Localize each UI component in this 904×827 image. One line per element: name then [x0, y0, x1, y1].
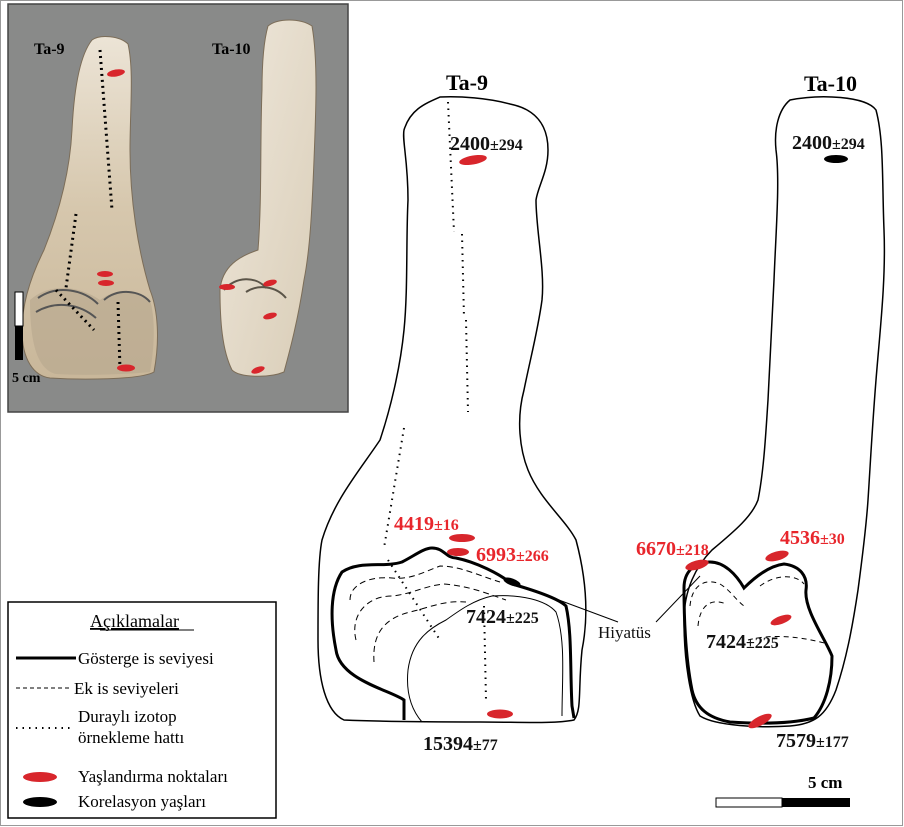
photo-panel: 5 cm Ta-9 Ta-10	[8, 4, 348, 412]
ta9-age-top: 2400±294	[450, 133, 523, 155]
legend-swatch-red-ellipse	[23, 772, 57, 782]
drawing-scale-bar	[716, 798, 850, 807]
legend-swatch-black-ellipse	[23, 797, 57, 807]
hiatus-label: Hiyatüs	[598, 623, 651, 642]
legend-item-0: Gösterge is seviyesi	[78, 649, 214, 668]
legend-item-2: Duraylı izotop	[78, 707, 177, 726]
legend: Açıklamalar Gösterge is seviyesi Ek is s…	[8, 602, 276, 818]
ta9-outline	[318, 97, 586, 723]
ta9-age-base: 15394±77	[423, 733, 498, 755]
ta10-age-b: 4536±30	[780, 527, 845, 549]
ta9-age-c: 7424±225	[466, 606, 539, 628]
ta9-title: Ta-9	[446, 70, 488, 95]
photo-ta10-marker-a	[219, 284, 235, 290]
photo-label-ta10: Ta-10	[212, 41, 251, 58]
photo-scale-label: 5 cm	[12, 371, 41, 386]
ta9-dating-marker-b	[447, 548, 469, 556]
ta10-age-c: 7424±225	[706, 631, 779, 653]
photo-scale-bar-black	[15, 326, 23, 360]
ta9-age-a: 4419±16	[394, 513, 459, 535]
ta9-dating-marker-a	[449, 534, 475, 542]
legend-item-3: örnekleme hattı	[78, 728, 184, 747]
ta10-age-top: 2400±294	[792, 132, 865, 154]
photo-ta9-marker-mid1	[97, 271, 113, 277]
legend-item-5: Korelasyon yaşları	[78, 792, 206, 811]
photo-ta9-dark-base	[30, 288, 154, 375]
ta10-age-a: 6670±218	[636, 538, 709, 560]
photo-scale-bar-white	[15, 292, 23, 326]
drawing-scale-label: 5 cm	[808, 773, 842, 792]
ta9-dating-marker-base	[487, 710, 513, 719]
ta10-correlation-marker-top	[824, 155, 848, 163]
legend-item-1: Ek is seviyeleri	[74, 679, 179, 698]
legend-item-4: Yaşlandırma noktaları	[78, 767, 228, 786]
legend-title: Açıklamalar	[90, 611, 179, 631]
ta9-age-b: 6993±266	[476, 544, 549, 566]
photo-label-ta9: Ta-9	[34, 41, 65, 58]
photo-ta9-marker-mid2	[98, 280, 114, 286]
photo-ta9-marker-base	[117, 365, 135, 372]
ta9-drawing	[318, 97, 586, 723]
ta10-title: Ta-10	[804, 71, 857, 96]
ta10-age-base: 7579±177	[776, 730, 849, 752]
